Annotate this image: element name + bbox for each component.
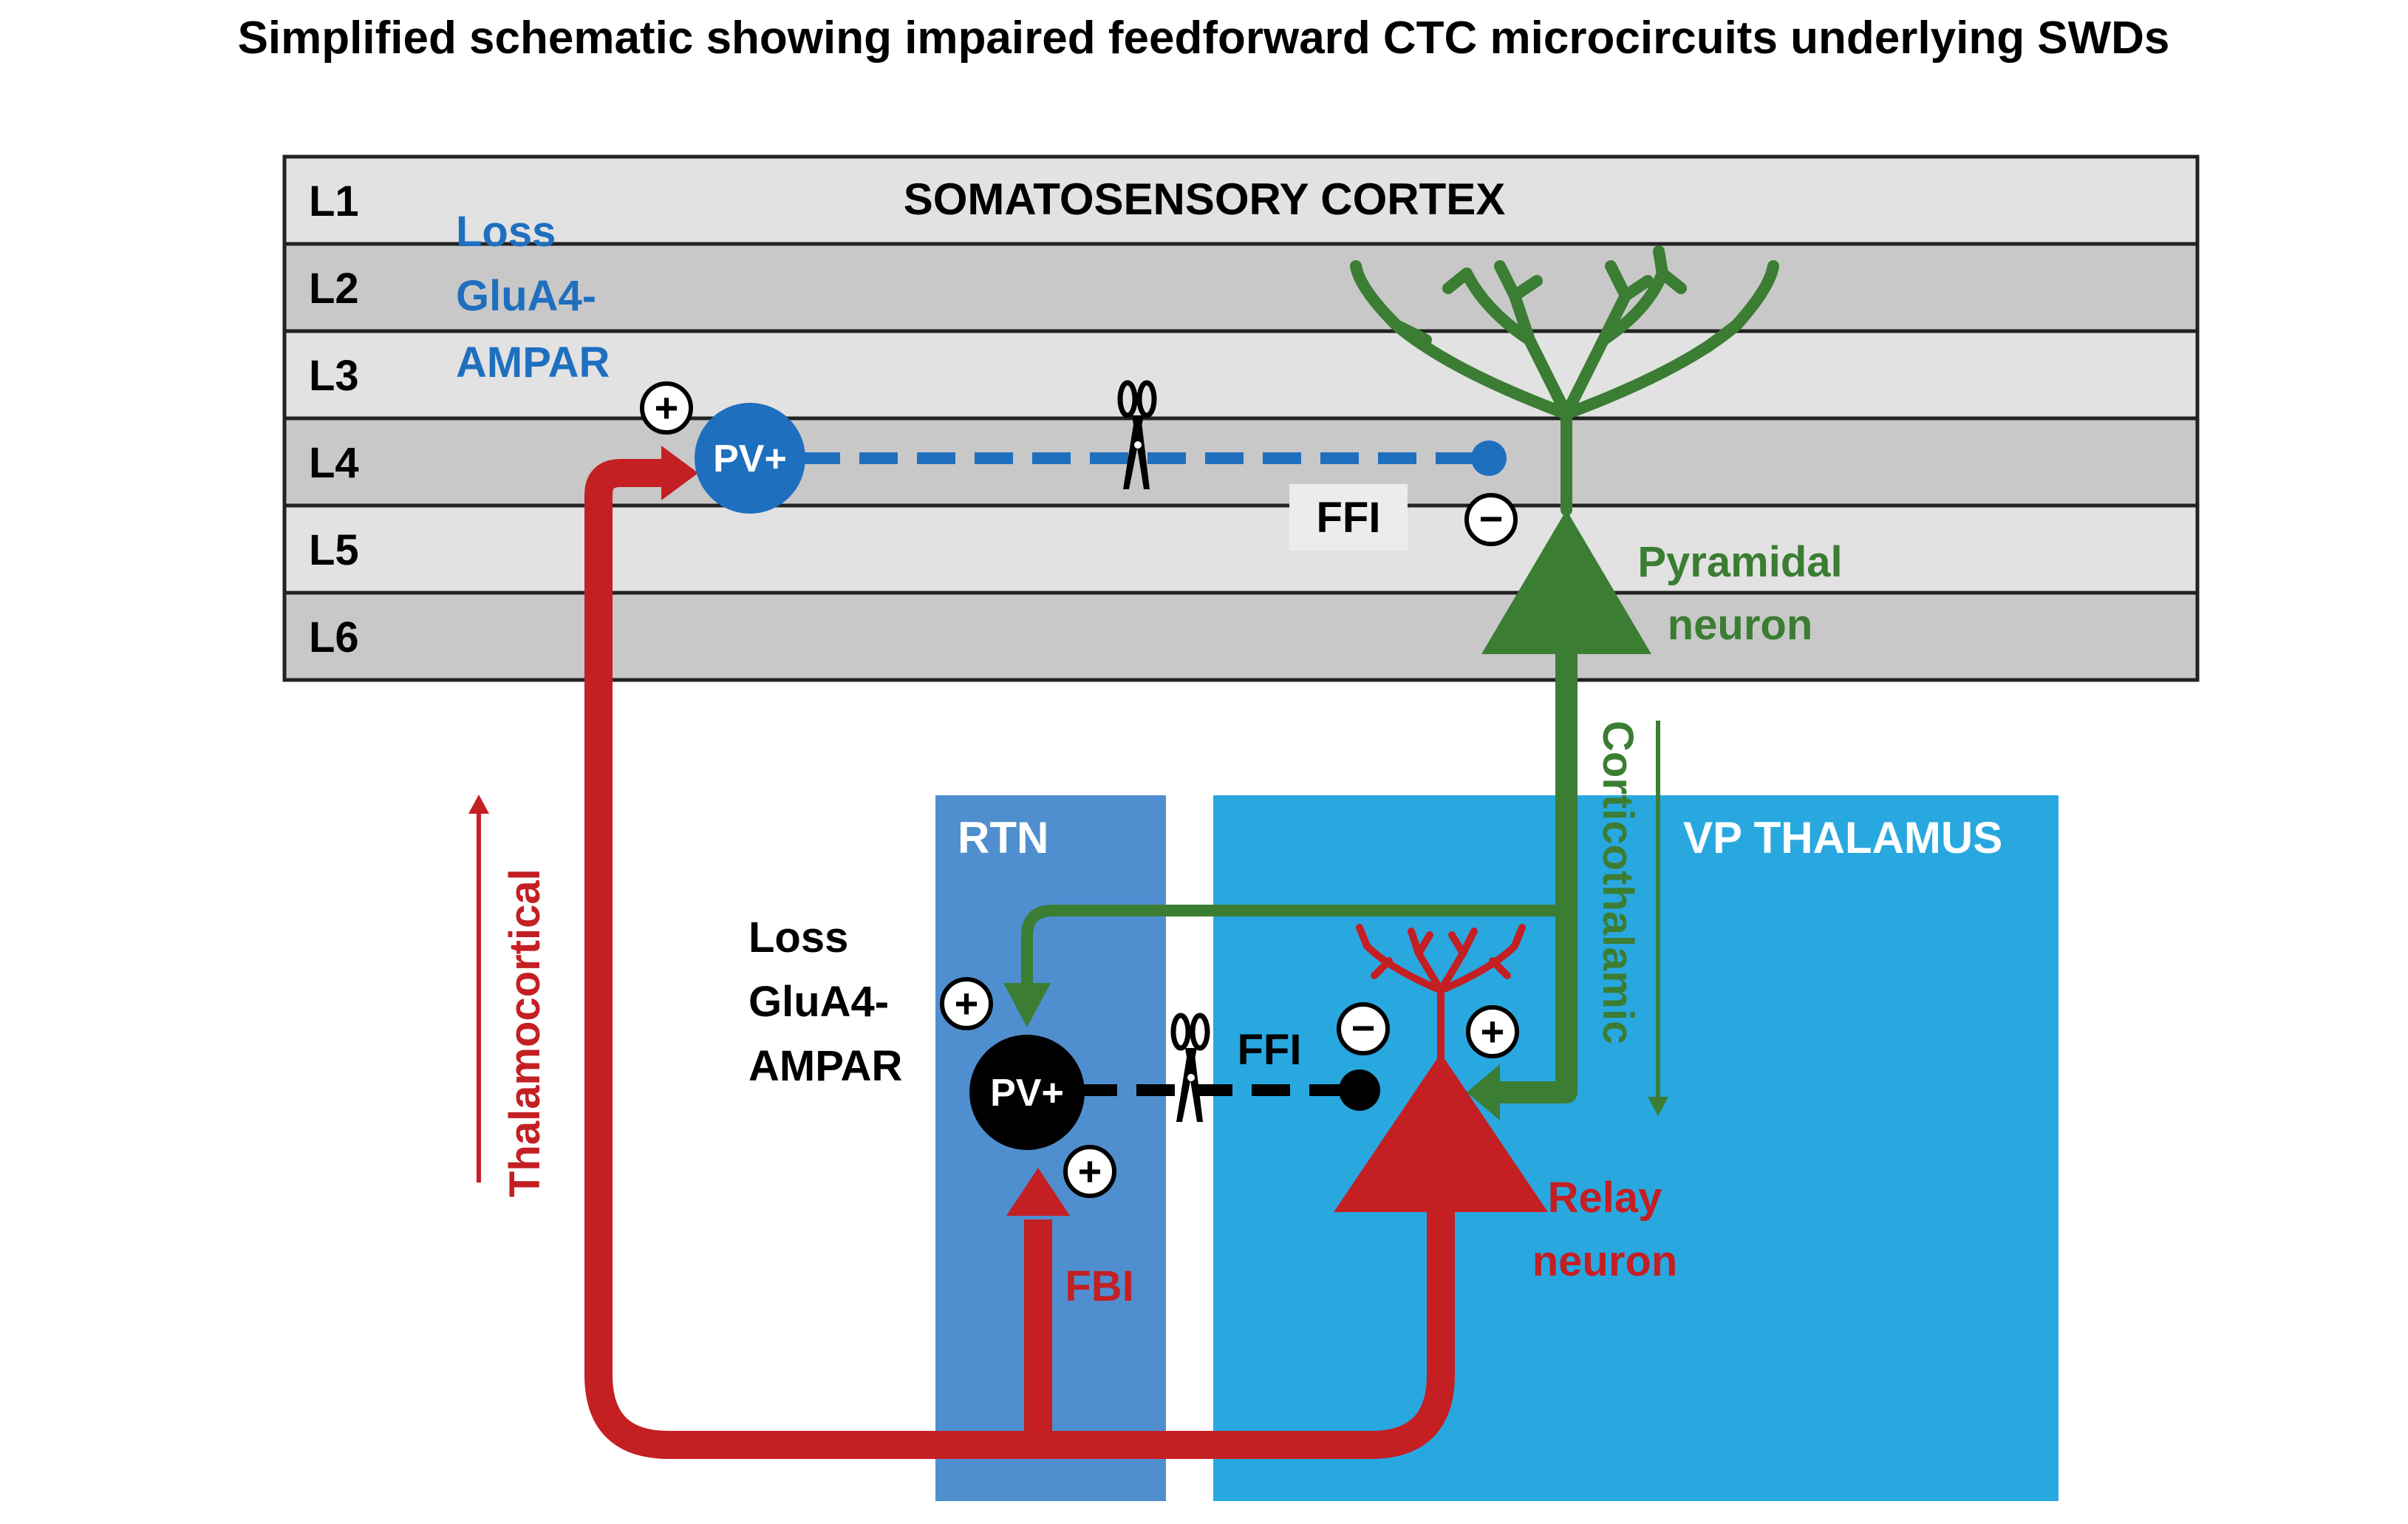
cortical-loss-line-2: GluA4- xyxy=(456,272,596,320)
layer-label-l4: L4 xyxy=(309,439,359,487)
cortex-title: SOMATOSENSORY CORTEX xyxy=(904,174,1506,224)
relay-label-line-2: neuron xyxy=(1532,1237,1678,1285)
thalamic-ffi-label: FFI xyxy=(1238,1026,1302,1074)
cortical-loss-line-3: AMPAR xyxy=(456,339,610,387)
pyramidal-soma xyxy=(1481,510,1651,654)
svg-text:+: + xyxy=(955,980,979,1027)
corticothalamic-pathway xyxy=(1003,650,1578,1120)
fbi-label: FBI xyxy=(1065,1262,1133,1310)
svg-text:+: + xyxy=(1078,1148,1102,1194)
plus-sign-icon: + xyxy=(1466,1005,1519,1058)
thalamic-loss-line-3: AMPAR xyxy=(748,1042,902,1090)
thalamic-loss-line-1: Loss xyxy=(748,914,848,962)
rtn-pv-cell xyxy=(969,1035,1085,1150)
svg-text:−: − xyxy=(1479,495,1504,542)
layer-band-l6 xyxy=(282,591,2200,682)
pyramidal-label-line-1: Pyramidal xyxy=(1637,538,1842,586)
plus-sign-icon: + xyxy=(1063,1145,1116,1198)
minus-sign-icon: − xyxy=(1464,493,1518,546)
layer-label-l3: L3 xyxy=(309,352,359,400)
layer-label-l2: L2 xyxy=(309,265,359,313)
relay-neuron xyxy=(1356,924,1526,1061)
vp-thalamus-label: VP THALAMUS xyxy=(1683,813,2002,863)
layer-band-l1 xyxy=(282,154,2200,246)
fbi-arrowhead xyxy=(1006,1168,1070,1216)
rtn-pv-label: PV+ xyxy=(990,1072,1064,1115)
layer-band-l2 xyxy=(282,242,2200,333)
corticothalamic-arrowhead xyxy=(1467,1064,1500,1120)
cortical-loss-line-1: Loss xyxy=(456,208,556,256)
relay-label-line-1: Relay xyxy=(1548,1174,1662,1222)
corticothalamic-label: Corticothalamic xyxy=(1594,721,1642,1044)
cortex-panel: L1 L2 L3 L4 L5 L6 SOMATOSENSORY CORTEX xyxy=(282,154,2200,682)
svg-text:−: − xyxy=(1351,1004,1376,1051)
thalamocortical-label: Thalamocortical xyxy=(501,868,549,1197)
thalamic-loss-line-2: GluA4- xyxy=(748,978,889,1026)
scissors-icon xyxy=(1173,1016,1207,1122)
svg-text:+: + xyxy=(1481,1008,1505,1055)
pyramidal-label-line-2: neuron xyxy=(1668,601,1813,649)
plus-sign-icon: + xyxy=(940,977,993,1030)
thalamic-synapse-terminal xyxy=(1339,1069,1380,1111)
layer-label-l5: L5 xyxy=(309,526,359,574)
rtn-label: RTN xyxy=(958,813,1048,863)
cortical-ffi-label: FFI xyxy=(1317,494,1381,542)
cortical-pv-label: PV+ xyxy=(713,438,787,480)
thalamic-ffi-connection xyxy=(1079,1069,1380,1111)
cortical-pv-cell xyxy=(695,403,805,514)
rtn-green-arrowhead xyxy=(1003,983,1051,1027)
thalamocortical-pathway xyxy=(584,446,1455,1459)
relay-soma xyxy=(1334,1053,1548,1212)
layer-label-l6: L6 xyxy=(309,613,359,661)
thalamocortical-indicator: Thalamocortical xyxy=(468,795,549,1197)
pyramidal-neuron xyxy=(1350,245,1779,516)
layer-label-l1: L1 xyxy=(309,177,359,225)
plus-sign-icon: + xyxy=(640,381,693,435)
corticothalamic-indicator: Corticothalamic xyxy=(1594,721,1668,1116)
figure-title: Simplified schematic showing impaired fe… xyxy=(238,13,2170,64)
cortical-ffi-box xyxy=(1289,484,1408,551)
minus-sign-icon: − xyxy=(1337,1002,1390,1055)
cortical-ffi-connection xyxy=(802,440,1507,476)
svg-text:+: + xyxy=(655,384,679,431)
cortical-synapse-terminal xyxy=(1471,440,1507,476)
layer-band-l5 xyxy=(282,503,2200,595)
thalamocortical-arrowhead xyxy=(661,446,698,500)
